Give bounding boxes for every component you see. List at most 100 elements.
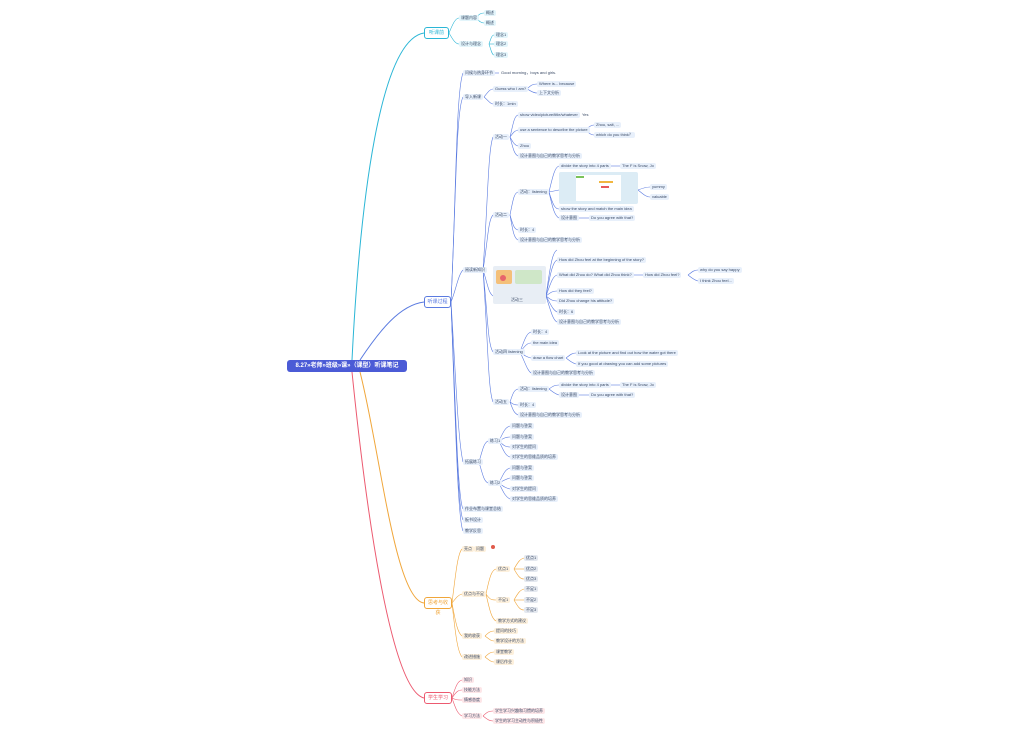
node-practice-2[interactable]: 练习2 (488, 480, 503, 486)
node-con-detail-3[interactable]: 不足3 (524, 607, 539, 613)
node-describe-picture[interactable]: use a sentence to describe the picture (518, 127, 590, 133)
node-qa-2b[interactable]: 问题与答案 (510, 475, 534, 481)
node-greeting[interactable]: 问候与热身环节 (463, 70, 495, 76)
node-classroom-teaching[interactable]: 课堂教学 (494, 649, 514, 655)
node-thinking-quality-1[interactable]: 对学生的思维品质的培养 (510, 454, 558, 460)
node-design-intent-5a[interactable]: 设计意图 (559, 392, 579, 398)
branch-reflection[interactable]: 思考与收获 (424, 597, 452, 616)
node-context-analysis[interactable]: 上下文分析 (537, 90, 561, 96)
node-pro-detail-1[interactable]: 优点1 (524, 555, 539, 561)
node-design-concept[interactable]: 设计与理念 (459, 41, 483, 47)
node-design-intent-3[interactable]: 设计意图与自己的教学思考与分析 (557, 319, 621, 325)
node-practice-1[interactable]: 练习1 (488, 438, 503, 444)
node-improvements[interactable]: 改进措施 (462, 654, 482, 660)
node-thinking-quality-2[interactable]: 对学生的思维品质的培养 (510, 496, 558, 502)
node-activity-4[interactable]: 活动四 listening (493, 349, 525, 355)
node-yes[interactable]: Yes (582, 112, 589, 117)
node-good-at-drawing[interactable]: If you good at drawing you can add some … (576, 361, 669, 367)
node-where-is[interactable]: Where is... because (537, 81, 577, 87)
node-snow-jo-5[interactable]: The F is Snow, Jo (620, 382, 656, 388)
node-match-main-idea[interactable]: show the story and match the main idea (559, 206, 634, 212)
node-valuable[interactable]: valuable (650, 194, 669, 200)
node-attitude[interactable]: 情感态度 (462, 697, 482, 703)
node-yummy[interactable]: yummy (650, 184, 667, 190)
node-zhou[interactable]: Zhou (518, 143, 532, 149)
node-reading-new[interactable]: 阅读新知识 (463, 267, 487, 273)
node-which-think[interactable]: which do you think？ (594, 132, 635, 138)
node-qa-1a[interactable]: 问题与答案 (510, 423, 534, 429)
node-main-idea[interactable]: the main idea (531, 340, 560, 346)
story-image-thumbnail[interactable] (559, 172, 638, 204)
node-my-gains[interactable]: 我的收获 (462, 633, 482, 639)
node-activity-2[interactable]: 活动二 (493, 212, 509, 218)
node-concept-1[interactable]: 理念1 (494, 32, 509, 38)
node-design-intent-2[interactable]: 设计意图与自己的教学思考与分析 (518, 237, 582, 243)
node-pros-1-group[interactable]: 优点1 (496, 566, 511, 572)
node-cons-group[interactable]: 不足1 (496, 597, 511, 603)
node-i-think-zhou[interactable]: I think Zhou feel... (698, 278, 734, 284)
node-flow-chart[interactable]: draw a flow chart (531, 355, 566, 361)
node-pro-detail-2[interactable]: 优点2 (524, 566, 539, 572)
node-student-question-2[interactable]: 对学生的提问 (510, 486, 538, 492)
mindmap-root[interactable]: 8.27»老师»班级»课»（课型）听课笔记 (287, 360, 407, 372)
node-guess[interactable]: Guess who I am? (493, 86, 529, 92)
node-divide-story-5[interactable]: divide the story into 4 parts (559, 382, 611, 388)
node-zhou-salt[interactable]: Zhou, salt, ... (594, 122, 622, 128)
node-summary-1[interactable]: 概述 (484, 10, 496, 16)
node-show-video[interactable]: show video/picture/title/whatever (518, 112, 580, 118)
node-con-detail-1[interactable]: 不足1 (524, 586, 539, 592)
node-skills[interactable]: 技能方法 (462, 687, 482, 693)
node-qa-2a[interactable]: 问题与答案 (510, 465, 534, 471)
node-learning-methods[interactable]: 学习方法 (462, 713, 482, 719)
node-extension[interactable]: 拓展练习 (463, 459, 483, 465)
node-agree-1[interactable]: Do you agree with that? (589, 215, 636, 221)
node-pro-detail-3[interactable]: 优点3 (524, 576, 539, 582)
branch-student-learning[interactable]: 学生学习 (424, 692, 452, 704)
node-highlight[interactable]: 亮点 (462, 546, 474, 552)
node-teaching-reflection[interactable]: 教学反思 (463, 528, 483, 534)
node-lead-in[interactable]: 导入新课 (463, 94, 483, 100)
node-design-methods[interactable]: 教学设计的方法 (494, 638, 526, 644)
node-divide-story-1[interactable]: divide the story into 4 parts (559, 163, 611, 169)
branch-class-process[interactable]: 听课过程 (424, 296, 451, 308)
node-duration-1min[interactable]: 时长：1min (493, 101, 518, 107)
node-concept-2[interactable]: 理念2 (494, 41, 509, 47)
node-duration-4c[interactable]: 时长：4 (518, 402, 537, 408)
node-knowledge[interactable]: 知识 (462, 677, 474, 683)
node-attitude-change[interactable]: Did Zhou change his attitude? (557, 298, 615, 304)
node-after-class-homework[interactable]: 课后作业 (494, 659, 514, 665)
activity-3-image[interactable] (493, 266, 546, 304)
node-problem[interactable]: 问题 (474, 546, 486, 552)
node-initiative[interactable]: 学生的学习主动性与积极性 (493, 718, 545, 724)
node-concept-3[interactable]: 理念3 (494, 52, 509, 58)
node-listening-1[interactable]: 活动：listening (518, 189, 549, 195)
node-design-intent-4[interactable]: 设计意图与自己的教学思考与分析 (531, 370, 595, 376)
node-qa-1b[interactable]: 问题与答案 (510, 434, 534, 440)
node-questioning-skills[interactable]: 提问的技巧 (494, 628, 518, 634)
node-snow-jo-1[interactable]: The F is Snow, Jo (620, 163, 656, 169)
node-student-question-1[interactable]: 对学生的提问 (510, 444, 538, 450)
node-greeting-text[interactable]: Good morning，boys and girls. (501, 70, 557, 75)
node-design-intent-1[interactable]: 设计意图与自己的教学思考与分析 (518, 153, 582, 159)
node-teaching-suggestions[interactable]: 教学方式的建议 (496, 618, 528, 624)
node-pros-cons[interactable]: 优点与不足 (462, 591, 486, 597)
node-activity-1[interactable]: 活动一 (493, 134, 509, 140)
node-listening-5[interactable]: 活动：listening (518, 386, 549, 392)
node-duration-6[interactable]: 时长：6 (557, 309, 576, 315)
node-con-detail-2[interactable]: 不足2 (524, 597, 539, 603)
node-interest-habits[interactable]: 学生学习兴趣和习惯的培养 (493, 708, 545, 714)
node-what-did-zhou-do[interactable]: What did Zhou do? What did Zhou think? (557, 272, 634, 278)
node-how-zhou-feel[interactable]: How did Zhou feel? (643, 272, 682, 278)
node-summary-2[interactable]: 概述 (484, 20, 496, 26)
node-how-feel-beginning[interactable]: How did Zhou feel at the beginning of th… (557, 257, 646, 263)
node-design-intent-5[interactable]: 设计意图与自己的教学思考与分析 (518, 412, 582, 418)
node-how-they-feel[interactable]: How did they feel? (557, 288, 594, 294)
node-activity-3[interactable]: 活动三 (511, 297, 523, 302)
node-look-at-picture[interactable]: Look at the picture and find out how the… (576, 350, 678, 356)
node-design-intent-2a[interactable]: 设计意图 (559, 215, 579, 221)
node-topic[interactable]: 课题内容 (459, 15, 479, 21)
branch-pre-class[interactable]: 听课前 (424, 27, 449, 39)
node-duration-4a[interactable]: 时长：4 (518, 227, 537, 233)
node-why-happy[interactable]: why do you say happy (698, 267, 742, 273)
node-board-design[interactable]: 板书设计 (463, 517, 483, 523)
